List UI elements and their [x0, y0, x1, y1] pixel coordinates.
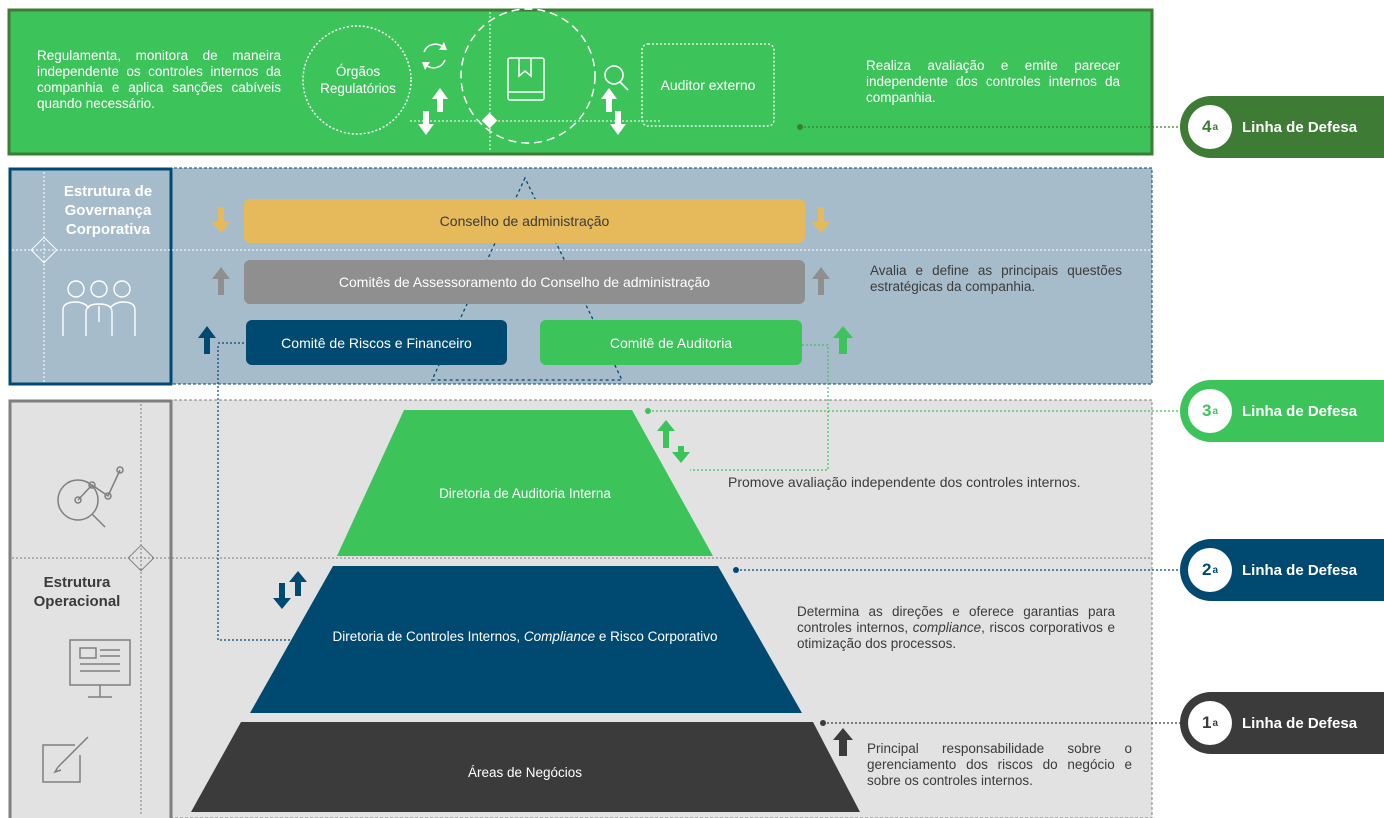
badge-ordinal: a	[1212, 564, 1219, 576]
badge-digit: 3	[1201, 401, 1212, 420]
business-trapezoid	[191, 722, 860, 812]
presentation-board-icon	[69, 639, 131, 698]
controls-compliance-risk-label: Diretoria de Controles Internos, Complia…	[330, 628, 720, 668]
controls-desc-part: Determina as direções e oferece garantia…	[797, 604, 1115, 635]
regulators-label: Órgãos Regulatórios	[320, 64, 396, 96]
line2-dot	[733, 567, 739, 573]
controls-trapezoid	[250, 566, 802, 713]
badge-label: Linha de Defesa	[1242, 714, 1358, 732]
auditor-description: Realiza avaliação e emite parecer indepe…	[866, 58, 1120, 105]
board-of-directors-box: Conselho de administração	[244, 199, 805, 243]
controls-label-part: e Risco Corporativo	[595, 629, 718, 644]
internal-audit-trapezoid	[337, 410, 713, 556]
badge-digit: 2	[1201, 560, 1212, 579]
risk-finance-committee-box: Comitê de Riscos e Financeiro	[246, 320, 507, 365]
audit-committee-box: Comitê de Auditoria	[540, 320, 802, 365]
governance-description: Avalia e define as principais questões e…	[870, 263, 1122, 294]
arrow-icon	[198, 207, 853, 756]
controls-description: Determina as direções e oferece garantia…	[797, 604, 1115, 652]
compliance-desc-emphasis: compliance	[912, 620, 982, 635]
badge-label: Linha de Defesa	[1242, 402, 1358, 420]
analytics-icon	[57, 466, 124, 528]
internal-audit-description: Promove avaliação independente dos contr…	[728, 474, 1081, 490]
compliance-emphasis: Compliance	[523, 629, 596, 644]
operational-structure-label: Estrutura Operacional	[33, 574, 121, 610]
controls-label-part: Diretoria de Controles Internos,	[332, 629, 524, 644]
risk-to-controls-connector	[217, 346, 290, 641]
operational-side-box	[8, 399, 173, 818]
operational-diamond	[127, 544, 155, 572]
line1-dot	[820, 720, 826, 726]
governance-side-box	[8, 167, 173, 386]
refresh-icon	[422, 42, 447, 70]
line4-dot	[797, 124, 803, 130]
badge-ordinal: a	[1212, 121, 1219, 133]
controls-desc-part: , riscos corporativos e otimização dos p…	[797, 620, 1115, 651]
business-areas-label: Áreas de Negócios	[467, 764, 583, 780]
governance-structure-label: Estrutura de Governança Corporativa	[63, 183, 153, 238]
people-icon	[62, 280, 136, 336]
business-description: Principal responsabilidade sobre o geren…	[867, 741, 1132, 788]
badge-digit: 1	[1201, 713, 1212, 732]
line3-dot	[645, 408, 651, 414]
badge-digit: 4	[1201, 117, 1212, 136]
magnifier-icon	[604, 65, 629, 91]
badge-ordinal: a	[1212, 717, 1219, 729]
edit-icon	[42, 736, 89, 783]
badge-ordinal: a	[1212, 405, 1219, 417]
regulators-circle	[302, 25, 412, 135]
governance-diamond	[30, 236, 58, 264]
regulator-description: Regulamenta, monitora de maneira indepen…	[37, 48, 281, 111]
top-band	[7, 8, 1154, 156]
book-icon	[507, 57, 545, 101]
badge-label: Linha de Defesa	[1242, 561, 1358, 579]
external-auditor-label: Auditor externo	[660, 77, 756, 93]
internal-audit-label: Diretoria de Auditoria Interna	[439, 485, 611, 501]
audit-to-internal-connector	[690, 344, 829, 471]
auditor-frame	[641, 43, 775, 127]
badge-label: Linha de Defesa	[1242, 118, 1358, 136]
arrow-icon	[418, 88, 626, 135]
advisory-committees-box: Comitês de Assessoramento do Conselho de…	[244, 260, 805, 304]
center-circle	[460, 8, 596, 144]
